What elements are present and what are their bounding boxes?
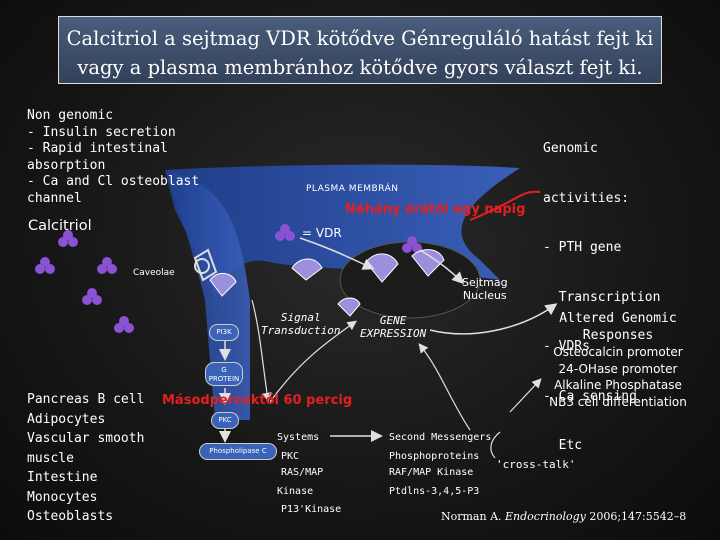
list-item: - Ca and Cl osteoblast: [27, 174, 199, 191]
list-item: Transcription: [543, 290, 660, 307]
calcitriol-molecule: [114, 316, 134, 333]
list-item: 24-OHase promoter: [518, 361, 718, 378]
phospholipase-node: Phospholipase C: [199, 443, 277, 460]
list-item: Etc: [543, 438, 660, 455]
calcitriol-molecule: [97, 257, 117, 274]
cross-talk-label: 'cross-talk': [496, 458, 575, 471]
g-protein-node: G PROTEIN: [205, 362, 243, 386]
gene-line: EXPRESSION: [360, 327, 426, 340]
calcitriol-molecule: [82, 288, 102, 305]
citation-author: Norman A.: [441, 510, 505, 523]
list-item: Intestine: [27, 468, 144, 488]
list-item: Osteocalcin promoter: [518, 344, 718, 361]
pi3k-node: PI3K: [209, 324, 239, 341]
list-item: Vascular smooth: [27, 429, 144, 449]
citation-ref: 2006;147:5542–8: [586, 510, 686, 523]
list-item: Osteoblasts: [27, 507, 144, 527]
signal-line: Signal: [261, 311, 340, 324]
cells-list: Pancreas B cell Adipocytes Vascular smoo…: [27, 390, 144, 527]
pathway-p13-kinase: P13'Kinase: [281, 504, 341, 515]
calcitriol-molecule: [35, 257, 55, 274]
signal-transduction-label: Signal Transduction: [261, 311, 340, 337]
g-protein-line: G: [206, 366, 242, 375]
calcitriol-label: Calcitriol: [28, 218, 92, 234]
list-item: - Insulin secretion: [27, 125, 199, 142]
citation-journal: Endocrinology: [505, 510, 586, 523]
seconds-label: Másodpercektől 60 percig: [162, 393, 352, 408]
list-item: absorption: [27, 158, 199, 175]
nucleus-label: Sejtmag Nucleus: [462, 276, 508, 302]
list-item: Pancreas B cell: [27, 390, 144, 410]
pathway-raf-map: RAF/MAP Kinase: [389, 467, 473, 478]
non-genomic-list: Non genomic - Insulin secretion - Rapid …: [27, 108, 199, 207]
list-item: - PTH gene: [543, 240, 660, 257]
list-item: Non genomic: [27, 108, 199, 125]
nucleus-label-line: Nucleus: [462, 289, 508, 302]
genomic-list: Genomic activities: - PTH gene Transcrip…: [543, 108, 660, 471]
vdr-label: = VDR: [302, 226, 342, 240]
g-protein-line: PROTEIN: [206, 375, 242, 384]
gene-expression-label: GENE EXPRESSION: [360, 314, 426, 340]
pathway-ptdlns: Ptdlns-3,4,5-P3: [389, 486, 479, 497]
list-item: muscle: [27, 449, 144, 469]
citation: Norman A. Endocrinology 2006;147:5542–8: [441, 510, 686, 523]
pathway-phosphoproteins: Phosphoproteins: [389, 451, 479, 462]
altered-heading: Altered Genomic: [518, 311, 718, 328]
gene-line: GENE: [360, 314, 426, 327]
list-item: - Rapid intestinal: [27, 141, 199, 158]
list-item: Genomic: [543, 141, 660, 158]
list-item: Monocytes: [27, 488, 144, 508]
hours-label: Néhány órától egy napig: [345, 202, 525, 217]
pathway-kinase: Kinase: [277, 486, 313, 497]
signal-line: Transduction: [261, 324, 340, 337]
altered-heading: Responses: [518, 328, 718, 345]
membrane-label: PLASMA MEMBRÁN: [306, 184, 398, 194]
list-item: NB3 cell differentiation: [518, 394, 718, 411]
pathway-pkc: PKC: [281, 451, 299, 462]
list-item: Adipocytes: [27, 410, 144, 430]
pathway-second-messengers: Second Messengers: [389, 432, 491, 443]
pathway-systems: Systems: [277, 432, 319, 443]
list-item: activities:: [543, 191, 660, 208]
pkc-node: PKC: [211, 412, 239, 429]
pathway-ras-map: RAS/MAP: [281, 467, 323, 478]
nucleus-label-line: Sejtmag: [462, 276, 508, 289]
altered-genomic-list: Altered Genomic Responses Osteocalcin pr…: [518, 311, 718, 411]
list-item: Alkaline Phosphatase: [518, 377, 718, 394]
list-item: channel: [27, 191, 199, 208]
caveolae-label: Caveolae: [133, 268, 175, 278]
